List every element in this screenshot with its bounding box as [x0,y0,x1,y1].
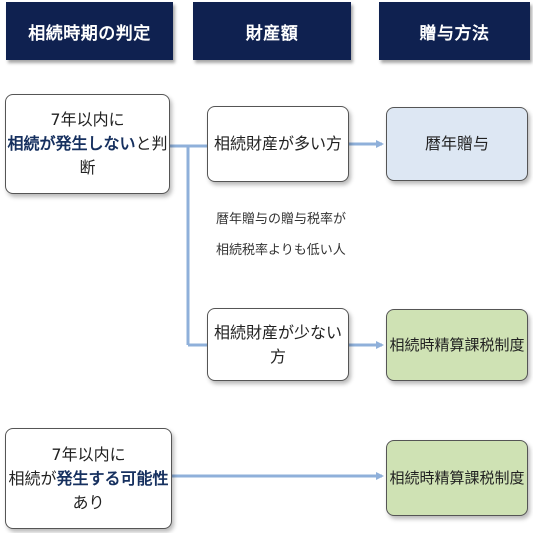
case1-suffix: と判断 [79,134,168,177]
note-line2: 相続税率よりも低い人 [216,243,346,258]
note-line1: 暦年贈与の贈与税率が [216,212,347,227]
case2-line1: 7年以内に [51,444,126,464]
header-assets: 財産額 [193,2,351,60]
case-within7-possible: 7年以内に 相続が発生する可能性あり [5,428,172,529]
assets-many-box: 相続財産が多い方 [207,106,349,182]
case2-emphasis: 発生する可能性 [56,468,169,488]
method-settlement-label-1: 相続時精算課税制度 [389,336,525,354]
assets-few-label: 相続財産が少ない方 [213,322,342,366]
header-judgment: 相続時期の判定 [6,2,173,60]
method-calendar-year-gift: 暦年贈与 [386,107,528,181]
tax-rate-note: 暦年贈与の贈与税率が 相続税率よりも低い人 [216,204,366,266]
case2-line2: 相続が発生する可能性あり [6,467,171,515]
case-within7-no-inheritance: 7年以内に 相続が発生しないと判断 [5,94,170,194]
method-settlement-label-2: 相続時精算課税制度 [389,469,525,487]
case1-line1: 7年以内に [50,110,125,129]
assets-few-box: 相続財産が少ない方 [207,308,349,381]
case1-emphasis: 相続が発生しない [7,134,136,153]
case1-line2: 相続が発生しないと判断 [6,132,169,180]
case2-suffix: あり [72,492,105,512]
header-method: 贈与方法 [379,2,530,60]
assets-many-label: 相続財産が多い方 [213,134,342,153]
case2-prefix: 相続が [8,468,57,488]
method-settlement-system-1: 相続時精算課税制度 [386,309,528,381]
method-settlement-system-2: 相続時精算課税制度 [386,440,528,516]
method-calendar-label: 暦年贈与 [424,134,489,153]
